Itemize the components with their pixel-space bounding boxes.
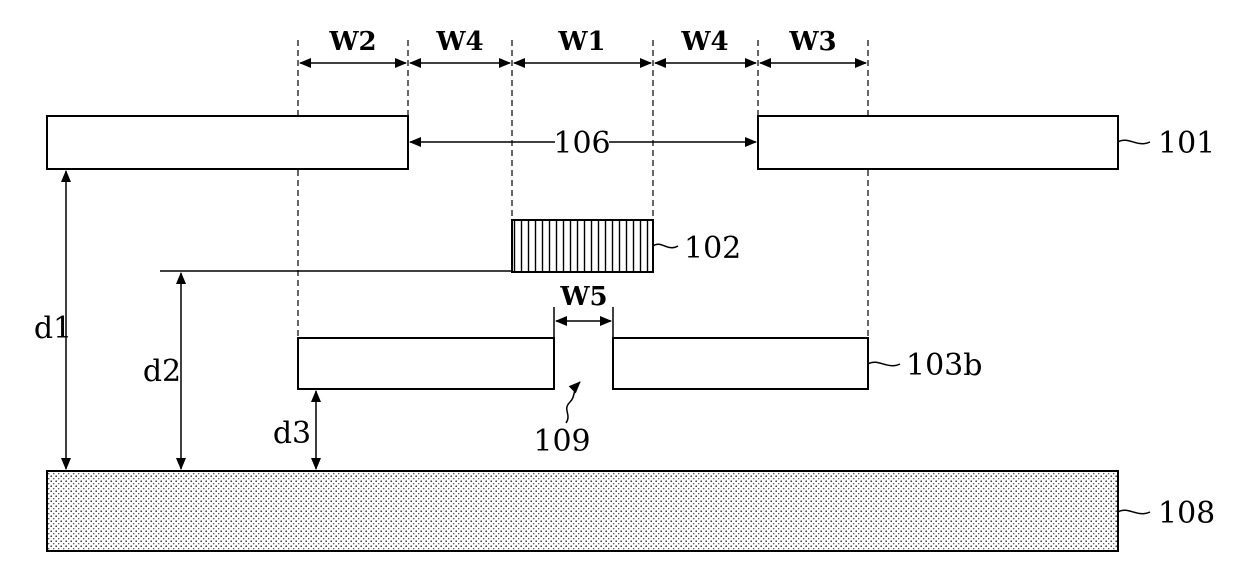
label-102: 102: [684, 231, 741, 266]
leader-102: [653, 244, 678, 247]
label-109: 109: [533, 424, 590, 459]
d3-label: d3: [273, 416, 311, 451]
leader-101: [1118, 140, 1150, 143]
w2-label: W2: [328, 27, 376, 57]
w4-right-label: W4: [680, 27, 728, 57]
leader-109: [566, 382, 580, 423]
w5-label: W5: [559, 282, 607, 312]
label-103b: 103b: [906, 348, 982, 383]
label-101: 101: [1158, 126, 1215, 161]
label-108: 108: [1158, 496, 1215, 531]
base-substrate-108: [47, 471, 1118, 551]
w4-left-label: W4: [435, 27, 483, 57]
w1-label: W1: [557, 27, 605, 57]
leader-108: [1118, 510, 1150, 513]
label-106: 106: [553, 126, 610, 161]
d1-label: d1: [34, 311, 72, 346]
w3-label: W3: [788, 27, 836, 57]
d2-label: d2: [143, 354, 181, 389]
middle-plate-right: [613, 338, 868, 389]
top-plate-right: [758, 116, 1118, 169]
element-102-block: [512, 220, 653, 272]
top-plate-left: [47, 116, 408, 169]
leader-103b: [868, 362, 900, 365]
middle-plate-left: [298, 338, 554, 389]
